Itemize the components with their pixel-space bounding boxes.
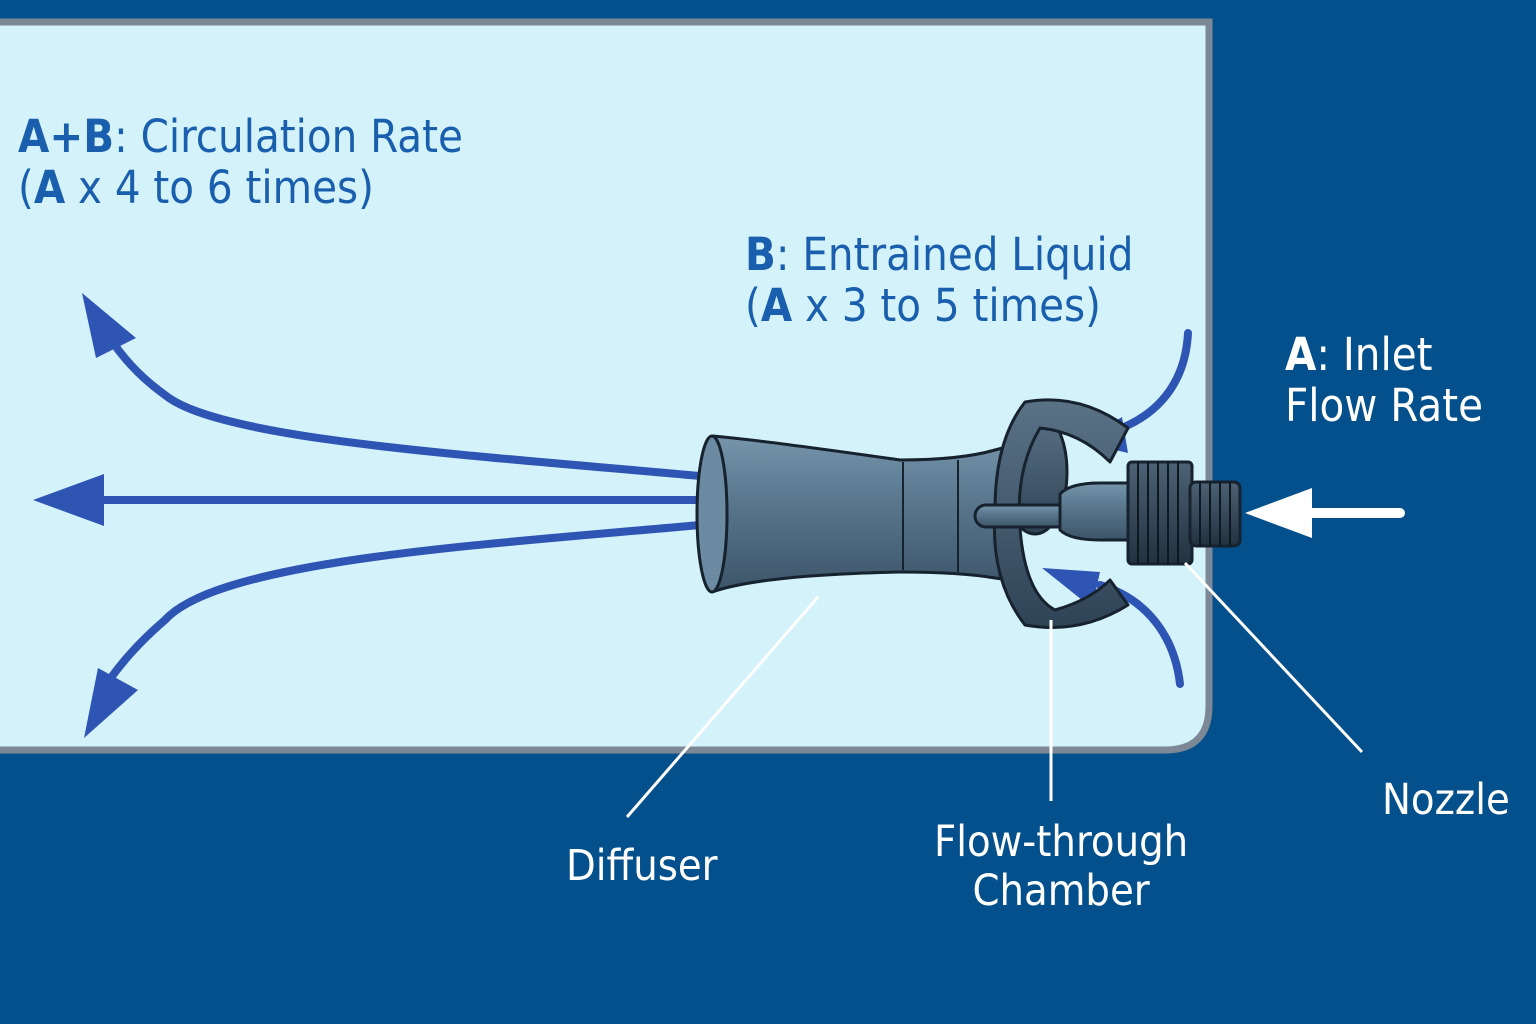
circulation-paren-open: ( xyxy=(18,160,34,214)
outflow-arrowhead-lower xyxy=(84,668,138,738)
nozzle-thread-lines-small xyxy=(1199,482,1231,546)
inlet-flow-rate-line2: Flow Rate xyxy=(1285,378,1483,432)
circulation-rate-line1: A+B: Circulation Rate xyxy=(18,110,463,163)
nozzle-label: Nozzle xyxy=(1382,775,1510,825)
inlet-arrowhead xyxy=(1245,488,1312,538)
inlet-arrow-icon xyxy=(1245,488,1405,538)
entrained-paren-open: ( xyxy=(745,278,761,332)
outflow-arrow-upper-line xyxy=(104,331,704,480)
inlet-flow-rate-text: : Inlet xyxy=(1316,328,1433,381)
outflow-arrowhead-middle xyxy=(33,474,104,526)
entrained-multiplier-text: x 3 to 5 times) xyxy=(792,278,1101,332)
diffuser-mouth xyxy=(695,434,729,594)
eductor-icon xyxy=(695,398,1242,629)
diffuser-leader-line xyxy=(625,596,820,818)
entrained-liquid-label: B: Entrained Liquid (A x 3 to 5 times) xyxy=(745,228,1134,332)
nozzle-thread-lines-large xyxy=(1137,462,1179,564)
outflow-arrowhead-upper xyxy=(82,293,136,358)
nozzle-thread-small xyxy=(1188,480,1242,548)
diffuser-label: Diffuser xyxy=(566,841,718,891)
inlet-flow-rate-key: A xyxy=(1285,328,1317,381)
circulation-multiplier-text: x 4 to 6 times) xyxy=(65,160,374,214)
diffuser-body xyxy=(700,434,1012,594)
chamber-ring xyxy=(992,398,1130,629)
entrained-liquid-line2: (A x 3 to 5 times) xyxy=(745,278,1133,332)
circulation-multiplier-key: A xyxy=(33,160,66,214)
outflow-arrow-lower-line xyxy=(104,521,704,686)
entrained-liquid-key: B xyxy=(745,228,776,281)
leader-lines xyxy=(625,561,1364,818)
nozzle-body xyxy=(1058,481,1132,542)
inlet-flow-rate-line1: A: Inlet xyxy=(1285,328,1483,381)
entrained-liquid-line1: B: Entrained Liquid xyxy=(745,228,1134,281)
inlet-flow-rate-label: A: Inlet Flow Rate xyxy=(1285,328,1483,432)
flow-through-chamber-label: Flow-through Chamber xyxy=(934,818,1188,915)
chamber-label-line2: Chamber xyxy=(972,865,1150,916)
outflow-arrow-icon xyxy=(91,331,704,686)
outflow-arrowheads xyxy=(33,293,138,738)
circulation-rate-key: A+B xyxy=(18,110,115,163)
circulation-rate-label: A+B: Circulation Rate (A x 4 to 6 times) xyxy=(18,110,463,214)
circulation-rate-line2: (A x 4 to 6 times) xyxy=(18,160,463,214)
entrained-multiplier-key: A xyxy=(760,278,793,332)
circulation-rate-text: : Circulation Rate xyxy=(114,110,463,163)
entrained-liquid-text: : Entrained Liquid xyxy=(775,228,1134,281)
chamber-label-line1: Flow-through xyxy=(934,817,1189,867)
nozzle-leader-line xyxy=(1183,561,1364,754)
